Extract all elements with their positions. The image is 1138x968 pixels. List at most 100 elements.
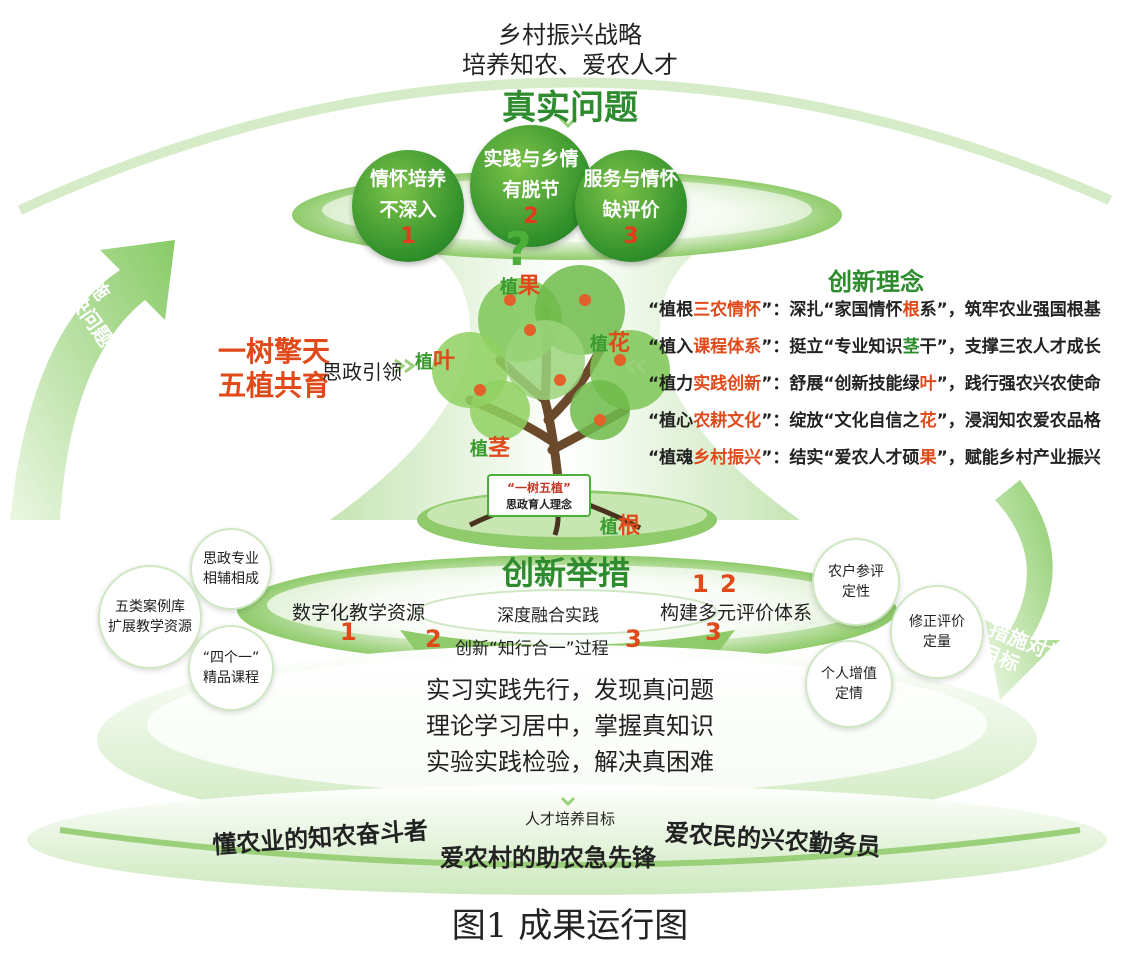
real-problems-heading: 真实问题 xyxy=(502,88,638,128)
row5-highlight: 乡村振兴 xyxy=(693,448,762,468)
bubble-revised-evaluation: 修正评价 定量 xyxy=(890,585,984,679)
problem-1-line2: 不深入 xyxy=(379,198,437,221)
practice-line-1: 实习实践先行，发现真问题 xyxy=(426,676,714,704)
tree-badge-line2: 思政育人理念 xyxy=(506,498,572,511)
measure-num-right-top-2: 2 xyxy=(720,570,737,598)
row3-highlight: 实践创新 xyxy=(693,374,762,394)
bubble1-line2: 相辅相成 xyxy=(203,571,259,587)
left-slogan: 一树擎天 五植共育 xyxy=(218,335,330,403)
measure-num-right-bottom: 3 xyxy=(705,618,722,646)
innovation-row-5: “植魂乡村振兴”：结实“爱农人才硕果”，赋能乡村产业振兴 xyxy=(648,443,1101,468)
rbubble2-line1: 修正评价 xyxy=(909,614,965,630)
rbubble3-line1: 个人增值 xyxy=(821,666,877,682)
plant-label-fruit-prefix: 植 xyxy=(500,277,518,298)
plant-label-leaf: 植叶 xyxy=(415,343,455,375)
bubble2-line1: 五类案例库 xyxy=(115,599,185,615)
tree-concept-badge: “一树五植” 思政育人理念 xyxy=(487,474,591,517)
plant-label-flower-prefix: 植 xyxy=(590,334,608,355)
practice-line-3: 实验实践检验，解决真困难 xyxy=(426,748,714,776)
innovation-row-2: “植入课程体系”：挺立“专业知识茎干”，支撑三农人才成长 xyxy=(648,332,1101,357)
row4-t2: ”，浸润知农爱农品格 xyxy=(936,411,1101,431)
tree-badge-line1: “一树五植” xyxy=(507,481,571,495)
row2-q1: “植入 xyxy=(648,337,694,357)
rbubble2-line2: 定量 xyxy=(923,634,951,650)
bubble-farmer-evaluation: 农户参评 定性 xyxy=(812,538,900,626)
plant-label-flower-char: 花 xyxy=(608,331,631,356)
row4-highlight2: 花 xyxy=(919,411,937,431)
slogan-line1: 一树擎天 xyxy=(218,335,331,368)
problem-2-line2: 有脱节 xyxy=(502,178,560,201)
row3-t1: 舒展“创新技能绿 xyxy=(789,374,920,394)
slogan-line2: 五植共育 xyxy=(218,369,331,402)
strategy-title: 乡村振兴战略 培养知农、爱农人才 xyxy=(370,20,770,80)
measure-num-left: 1 xyxy=(340,618,357,646)
measure-knowledge-action: 创新“知行合一”过程 xyxy=(455,639,609,659)
measure-num-right-top-1: 1 xyxy=(692,570,709,598)
row5-t1: 结实“爱农人才硕 xyxy=(789,448,920,468)
plant-label-root: 植根 xyxy=(600,508,640,540)
row1-q2: ”： xyxy=(761,300,790,320)
rbubble1-line2: 定性 xyxy=(842,584,870,600)
row1-highlight: 三农情怀 xyxy=(693,300,762,320)
row2-q2: ”： xyxy=(761,337,790,357)
row4-t1: 绽放“文化自信之 xyxy=(789,411,920,431)
bubble3-line2: 精品课程 xyxy=(203,670,259,686)
row3-highlight2: 叶 xyxy=(919,374,937,394)
plant-label-leaf-char: 叶 xyxy=(433,349,456,374)
row3-t2: ”，践行强农兴农使命 xyxy=(936,374,1101,394)
row4-q2: ”： xyxy=(761,411,790,431)
row2-highlight2: 茎 xyxy=(902,337,920,357)
measure-digital-resources: 数字化教学资源 xyxy=(292,602,426,624)
row3-q1: “植力 xyxy=(648,374,694,394)
strategy-line2: 培养知农、爱农人才 xyxy=(462,51,678,79)
plant-label-fruit: 植果 xyxy=(500,268,540,300)
plant-label-stem: 植茎 xyxy=(470,430,510,462)
row3-q2: ”： xyxy=(761,374,790,394)
bubble-quality-courses: “四个一” 精品课程 xyxy=(188,625,274,711)
row5-q1: “植魂 xyxy=(648,448,694,468)
problem-1-line1: 情怀培养 xyxy=(369,167,446,190)
row5-t2: ”，赋能乡村产业振兴 xyxy=(936,448,1101,468)
ideology-guide-label: 思政引领 xyxy=(322,360,402,384)
plant-label-flower: 植花 xyxy=(590,325,630,357)
row2-t1: 挺立“专业知识 xyxy=(789,337,903,357)
row4-q1: “植心 xyxy=(648,411,694,431)
row5-q2: ”： xyxy=(761,448,790,468)
innovation-row-3: “植力实践创新”：舒展“创新技能绿叶”，践行强农兴农使命 xyxy=(648,369,1101,394)
innovation-row-1: “植根三农情怀”：深扎“家国情怀根系”，筑牢农业强国根基 xyxy=(648,295,1101,320)
measure-deep-integration: 深度融合实践 xyxy=(497,606,599,626)
problem-circle-1: 情怀培养 不深入 1 xyxy=(352,150,464,262)
plant-label-stem-prefix: 植 xyxy=(470,439,488,460)
innovation-measures-heading: 创新举措 xyxy=(501,554,630,592)
row2-highlight: 课程体系 xyxy=(693,337,762,357)
plant-label-fruit-char: 果 xyxy=(518,274,541,299)
talent-goal-heading: 人才培养目标 xyxy=(524,810,615,828)
row5-highlight2: 果 xyxy=(919,448,937,468)
problem-2-number: 2 xyxy=(523,203,539,229)
bubble-case-library: 五类案例库 扩展教学资源 xyxy=(98,565,202,669)
bubble-ideology-specialty: 思政专业 相辅相成 xyxy=(190,528,272,610)
question-mark-icon: ? xyxy=(505,222,532,276)
problem-circle-3: 服务与情怀 缺评价 3 xyxy=(575,150,687,262)
row1-highlight2: 根 xyxy=(902,300,920,320)
tree-illustration xyxy=(432,265,670,536)
bubble1-line1: 思政专业 xyxy=(203,551,259,567)
problem-2-line1: 实践与乡情 xyxy=(483,147,579,170)
problem-3-line1: 服务与情怀 xyxy=(583,167,679,190)
plant-label-root-prefix: 植 xyxy=(600,517,618,538)
problem-3-number: 3 xyxy=(623,223,639,249)
row4-highlight: 农耕文化 xyxy=(693,411,762,431)
row1-t1: 深扎“家国情怀 xyxy=(789,300,903,320)
plant-label-leaf-prefix: 植 xyxy=(415,352,433,373)
row2-t2: 干”，支撑三农人才成长 xyxy=(919,337,1101,357)
strategy-line1: 乡村振兴战略 xyxy=(498,21,642,49)
figure-caption: 图1 成果运行图 xyxy=(451,906,689,946)
rbubble3-line2: 定情 xyxy=(835,686,863,702)
problem-3-line2: 缺评价 xyxy=(602,198,660,221)
bubble2-line2: 扩展教学资源 xyxy=(108,619,192,635)
plant-label-root-char: 根 xyxy=(618,514,641,539)
innovation-row-4: “植心农耕文化”：绽放“文化自信之花”，浸润知农爱农品格 xyxy=(648,406,1101,431)
row1-t2: 系”，筑牢农业强国根基 xyxy=(919,300,1101,320)
rbubble1-line1: 农户参评 xyxy=(828,564,884,580)
problem-1-number: 1 xyxy=(400,223,416,249)
